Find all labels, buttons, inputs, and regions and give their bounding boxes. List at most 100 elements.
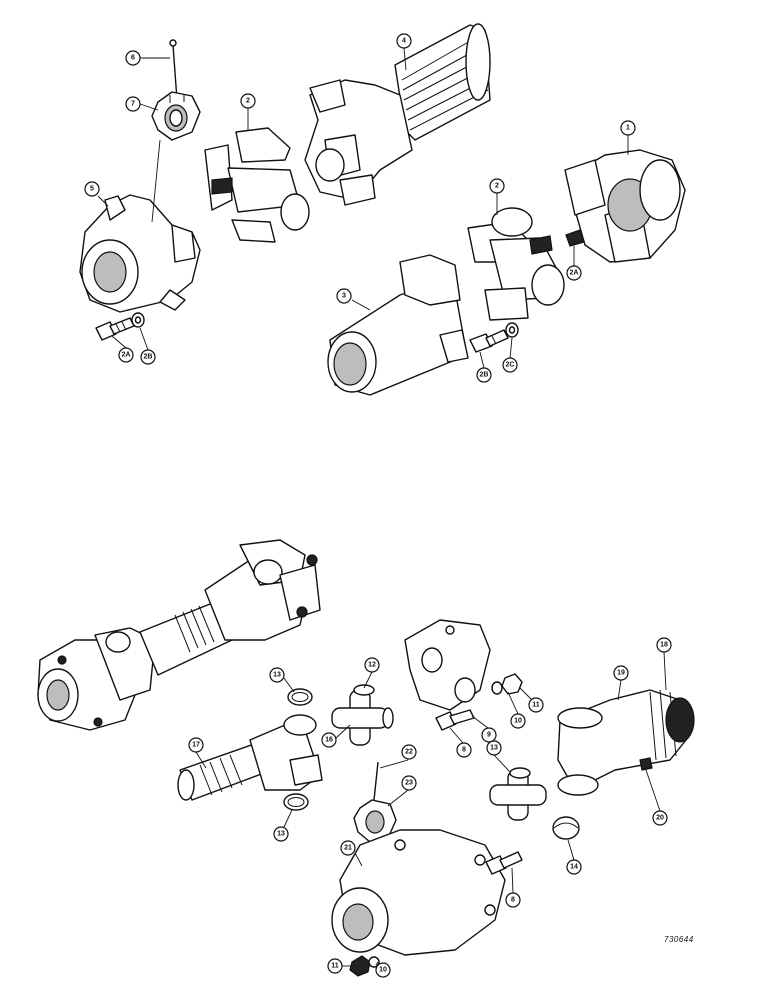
slip-yoke-17 <box>177 714 323 801</box>
svg-text:17: 17 <box>192 742 200 749</box>
callout-18: 18 <box>656 637 672 653</box>
callout-13-right: 13 <box>486 740 502 756</box>
bolt-8-upper <box>435 709 475 731</box>
yoke-flange-5 <box>79 139 201 313</box>
svg-text:10: 10 <box>379 967 387 974</box>
journal-cross-16 <box>331 684 394 746</box>
svg-text:11: 11 <box>532 702 540 709</box>
callout-8-lower: 8 <box>505 892 521 908</box>
svg-text:2: 2 <box>246 98 250 105</box>
svg-text:9: 9 <box>487 732 491 739</box>
grease-fitting-20 <box>639 757 653 771</box>
castle-nut-7 <box>151 91 201 141</box>
callout-10-upper: 10 <box>510 713 526 729</box>
callout-4: 4 <box>396 33 412 49</box>
callout-17: 17 <box>188 737 204 753</box>
figure-reference-code: 730644 <box>664 935 694 944</box>
svg-text:23: 23 <box>405 780 413 787</box>
callout-5: 5 <box>84 181 100 197</box>
callout-2b-right: 2B <box>476 367 492 383</box>
slip-yoke-4 <box>304 23 491 206</box>
callout-7: 7 <box>125 96 141 112</box>
nut-11-lower <box>349 955 371 977</box>
svg-text:18: 18 <box>660 642 668 649</box>
callout-13-top: 13 <box>269 667 285 683</box>
tube-yoke-19 <box>557 689 695 796</box>
nut-11-upper <box>501 673 523 695</box>
callout-19: 19 <box>613 665 629 681</box>
svg-text:2A: 2A <box>122 352 131 359</box>
washer-10-upper <box>491 681 503 695</box>
callout-2: 2 <box>240 93 256 109</box>
cross-bearing-2-left <box>204 127 310 243</box>
assembled-driveshaft <box>37 539 321 731</box>
callout-23: 23 <box>401 775 417 791</box>
callout-8-upper: 8 <box>456 742 472 758</box>
callout-16: 16 <box>321 732 337 748</box>
svg-text:21: 21 <box>344 845 352 852</box>
flange-plate-9 <box>404 619 491 711</box>
snap-ring-13-bottom <box>283 793 309 811</box>
svg-text:5: 5 <box>90 186 94 193</box>
svg-text:10: 10 <box>514 718 522 725</box>
svg-text:22: 22 <box>405 749 413 756</box>
callout-11-upper: 11 <box>528 697 544 713</box>
callout-11-lower: 11 <box>327 958 343 974</box>
castle-nut-23 <box>353 799 397 843</box>
svg-text:8: 8 <box>511 897 515 904</box>
svg-text:2B: 2B <box>144 354 153 361</box>
leader-lines <box>97 47 667 967</box>
svg-text:13: 13 <box>277 831 285 838</box>
svg-text:20: 20 <box>656 815 664 822</box>
bolt-2b-right <box>469 329 509 353</box>
journal-cross-13 <box>489 767 547 821</box>
svg-text:13: 13 <box>490 745 498 752</box>
bolt-2a-left <box>95 317 135 341</box>
callout-21: 21 <box>340 840 356 856</box>
svg-text:13: 13 <box>273 672 281 679</box>
callout-22: 22 <box>401 744 417 760</box>
callout-13-bottom: 13 <box>273 826 289 842</box>
svg-text:2: 2 <box>495 183 499 190</box>
companion-flange-21 <box>331 829 506 956</box>
svg-text:2B: 2B <box>480 372 489 379</box>
svg-text:11: 11 <box>331 963 339 970</box>
callout-2-right: 2 <box>489 178 505 194</box>
callout-10-lower: 10 <box>375 962 391 978</box>
grease-fitting-2a-right <box>565 229 585 247</box>
callout-20: 20 <box>652 810 668 826</box>
svg-text:1: 1 <box>626 125 630 132</box>
cross-bearing-2-right <box>467 207 565 321</box>
svg-text:19: 19 <box>617 670 625 677</box>
callout-9: 9 <box>481 727 497 743</box>
snap-ring-13-top <box>287 688 313 706</box>
callout-3: 3 <box>336 288 352 304</box>
cotter-pin-22 <box>373 761 379 801</box>
svg-text:7: 7 <box>131 101 135 108</box>
callout-2a-right: 2A <box>566 265 582 281</box>
end-yoke-1 <box>564 149 686 263</box>
callout-6: 6 <box>125 50 141 66</box>
tube-yoke-3 <box>327 254 469 396</box>
cotter-pin-6 <box>169 39 178 101</box>
callout-2a-left: 2A <box>118 347 134 363</box>
svg-text:3: 3 <box>342 293 346 300</box>
bearing-cap-14 <box>552 816 580 840</box>
svg-text:14: 14 <box>570 864 578 871</box>
svg-text:16: 16 <box>325 737 333 744</box>
svg-text:4: 4 <box>402 38 406 45</box>
svg-text:8: 8 <box>462 747 466 754</box>
callout-2c: 2C <box>502 357 518 373</box>
svg-text:2A: 2A <box>570 270 579 277</box>
callout-14: 14 <box>566 859 582 875</box>
svg-text:6: 6 <box>131 55 135 62</box>
svg-text:12: 12 <box>368 662 376 669</box>
callout-2b-left: 2B <box>140 349 156 365</box>
washer-2b-left <box>131 312 145 328</box>
bolt-8-lower <box>485 851 523 875</box>
washer-2c-right <box>505 322 519 338</box>
svg-text:2C: 2C <box>506 362 515 369</box>
callout-12: 12 <box>364 657 380 673</box>
callout-1: 1 <box>620 120 636 136</box>
